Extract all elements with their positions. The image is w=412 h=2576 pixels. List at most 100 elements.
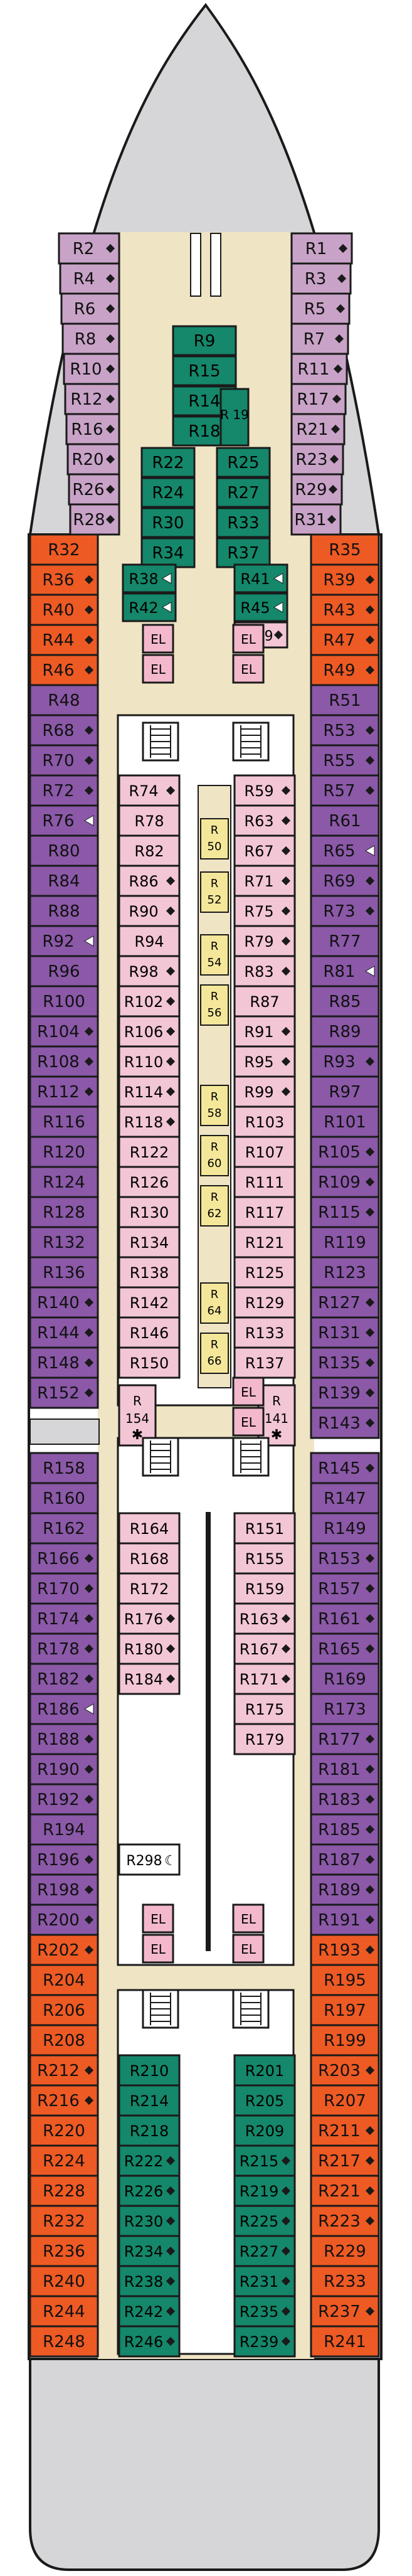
- cabin-r110[interactable]: R110: [118, 1045, 181, 1078]
- cabin-r12[interactable]: R12: [64, 383, 120, 415]
- cabin-r133[interactable]: R133: [233, 1316, 296, 1349]
- cabin-r25[interactable]: R25: [216, 447, 271, 478]
- cabin-r193[interactable]: R193: [310, 1934, 380, 1966]
- cabin-r235[interactable]: R235: [233, 2295, 296, 2328]
- cabin-r6[interactable]: R6: [60, 292, 120, 325]
- cabin-r20[interactable]: R20: [66, 443, 120, 476]
- cabin-r41[interactable]: R41: [233, 563, 288, 593]
- cabin-r15[interactable]: R15: [172, 355, 237, 386]
- cabin-r138[interactable]: R138: [118, 1256, 181, 1289]
- cabin-r190[interactable]: R190: [29, 1753, 99, 1786]
- cabin-r146[interactable]: R146: [118, 1316, 181, 1349]
- cabin-r162[interactable]: R162: [29, 1512, 99, 1545]
- cabin-r139[interactable]: R139: [310, 1376, 380, 1409]
- cabin-r36[interactable]: R36: [29, 563, 99, 596]
- cabin-r4[interactable]: R4: [59, 262, 120, 295]
- cabin-r17[interactable]: R17: [290, 383, 347, 415]
- cabin-r99[interactable]: R99: [233, 1075, 296, 1108]
- cabin-r42[interactable]: R42: [122, 592, 177, 622]
- cabin-r47[interactable]: R47: [310, 624, 380, 656]
- cabin-r234[interactable]: R234: [118, 2235, 181, 2267]
- cabin-r196[interactable]: R196: [29, 1843, 99, 1876]
- cabin-r137[interactable]: R137: [233, 1346, 296, 1379]
- cabin-r201[interactable]: R201: [233, 2054, 296, 2087]
- cabin-r204[interactable]: R204: [29, 1964, 99, 1996]
- cabin-r75[interactable]: R75: [233, 895, 296, 927]
- cabin-r9[interactable]: R9: [172, 325, 237, 356]
- cabin-r78[interactable]: R78: [118, 804, 181, 837]
- cabin-r220[interactable]: R220: [29, 2114, 99, 2147]
- cabin-r120[interactable]: R120: [29, 1136, 99, 1168]
- cabin-r87[interactable]: R87: [233, 985, 296, 1018]
- cabin-r56[interactable]: R56: [200, 984, 229, 1026]
- cabin-r174[interactable]: R174: [29, 1602, 99, 1635]
- cabin-r29[interactable]: R29: [290, 473, 343, 506]
- cabin-r232[interactable]: R232: [29, 2205, 99, 2237]
- cabin-r11[interactable]: R11: [290, 353, 348, 385]
- cabin-r242[interactable]: R242: [118, 2295, 181, 2328]
- cabin-r53[interactable]: R53: [310, 714, 380, 747]
- cabin-r233[interactable]: R233: [310, 2265, 380, 2297]
- cabin-r195[interactable]: R195: [310, 1964, 380, 1996]
- cabin-r134[interactable]: R134: [118, 1226, 181, 1259]
- cabin-r211[interactable]: R211: [310, 2114, 380, 2147]
- cabin-r88[interactable]: R88: [29, 895, 99, 927]
- cabin-r157[interactable]: R157: [310, 1572, 380, 1605]
- cabin-r166[interactable]: R166: [29, 1542, 99, 1575]
- cabin-r183[interactable]: R183: [310, 1783, 380, 1816]
- cabin-r178[interactable]: R178: [29, 1632, 99, 1665]
- cabin-r5[interactable]: R5: [290, 292, 351, 325]
- cabin-r89[interactable]: R89: [310, 1015, 380, 1048]
- cabin-r33[interactable]: R33: [216, 507, 271, 538]
- cabin-r30[interactable]: R30: [140, 507, 196, 538]
- cabin-r49[interactable]: R49: [310, 654, 380, 686]
- cabin-r109[interactable]: R109: [310, 1166, 380, 1198]
- cabin-r207[interactable]: R207: [310, 2084, 380, 2117]
- cabin-r181[interactable]: R181: [310, 1753, 380, 1786]
- cabin-r77[interactable]: R77: [310, 925, 380, 957]
- cabin-r185[interactable]: R185: [310, 1813, 380, 1846]
- cabin-r236[interactable]: R236: [29, 2235, 99, 2267]
- cabin-r248[interactable]: R248: [29, 2325, 99, 2358]
- cabin-r173[interactable]: R173: [310, 1693, 380, 1725]
- cabin-r37[interactable]: R37: [216, 537, 271, 568]
- cabin-r91[interactable]: R91: [233, 1015, 296, 1048]
- cabin-r116[interactable]: R116: [29, 1105, 99, 1138]
- cabin-r2[interactable]: R2: [58, 232, 120, 265]
- cabin-r148[interactable]: R148: [29, 1346, 99, 1379]
- cabin-r229[interactable]: R229: [310, 2235, 380, 2267]
- cabin-r128[interactable]: R128: [29, 1196, 99, 1228]
- cabin-r159[interactable]: R159: [233, 1572, 296, 1605]
- cabin-r186[interactable]: R186: [29, 1693, 99, 1725]
- cabin-r298[interactable]: R298☾: [118, 1843, 181, 1876]
- cabin-r246[interactable]: R246: [118, 2325, 181, 2358]
- cabin-r55[interactable]: R55: [310, 744, 380, 777]
- cabin-r217[interactable]: R217: [310, 2144, 380, 2177]
- cabin-r111[interactable]: R111: [233, 1166, 296, 1198]
- cabin-r31[interactable]: R31: [290, 503, 342, 536]
- cabin-r23[interactable]: R23: [290, 443, 344, 476]
- cabin-r101[interactable]: R101: [310, 1105, 380, 1138]
- cabin-r16[interactable]: R16: [65, 413, 120, 445]
- cabin-r136[interactable]: R136: [29, 1256, 99, 1289]
- cabin-r92[interactable]: R92: [29, 925, 99, 957]
- cabin-r199[interactable]: R199: [310, 2024, 380, 2057]
- cabin-r43[interactable]: R43: [310, 593, 380, 626]
- cabin-r215[interactable]: R215: [233, 2144, 296, 2177]
- cabin-r227[interactable]: R227: [233, 2235, 296, 2267]
- cabin-r131[interactable]: R131: [310, 1316, 380, 1349]
- cabin-r163[interactable]: R163: [233, 1602, 296, 1635]
- cabin-r112[interactable]: R112: [29, 1075, 99, 1108]
- cabin-r97[interactable]: R97: [310, 1075, 380, 1108]
- cabin-r86[interactable]: R86: [118, 865, 181, 897]
- cabin-r28[interactable]: R28: [69, 503, 120, 536]
- cabin-r180[interactable]: R180: [118, 1632, 181, 1665]
- cabin-r160[interactable]: R160: [29, 1482, 99, 1514]
- cabin-r1[interactable]: R1: [290, 232, 353, 265]
- cabin-r35[interactable]: R35: [310, 533, 380, 566]
- cabin-r212[interactable]: R212: [29, 2054, 99, 2087]
- cabin-r70[interactable]: R70: [29, 744, 99, 777]
- cabin-r117[interactable]: R117: [233, 1196, 296, 1228]
- cabin-r26[interactable]: R26: [68, 473, 120, 506]
